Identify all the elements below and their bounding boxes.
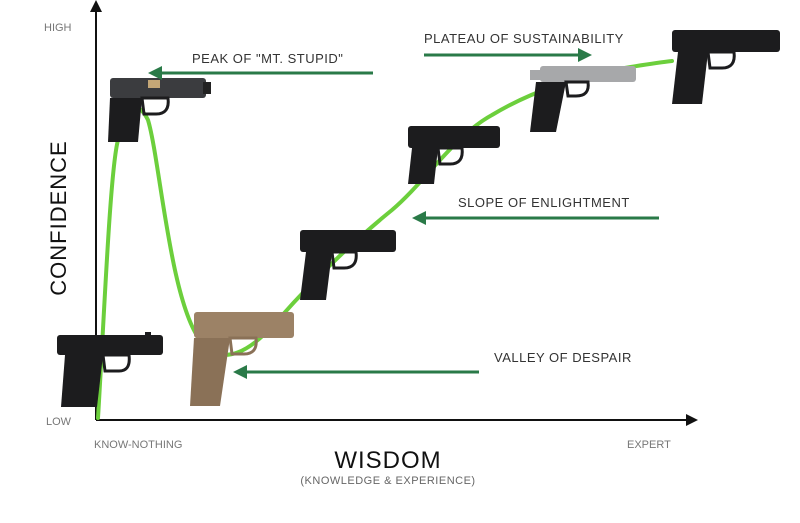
pistol-icon xyxy=(190,312,294,406)
pistol-icon xyxy=(108,78,211,142)
plateau-label: PLATEAU OF SUSTAINABILITY xyxy=(424,31,624,46)
valley-label: VALLEY OF DESPAIR xyxy=(494,350,632,365)
slope-arrow xyxy=(412,211,659,225)
peak-label: PEAK OF "MT. STUPID" xyxy=(192,51,343,66)
pistol-icon xyxy=(672,30,780,104)
valley-arrow xyxy=(233,365,479,379)
y-axis-low-label: LOW xyxy=(46,416,72,428)
x-axis-end-label: EXPERT xyxy=(627,439,671,451)
plateau-arrow xyxy=(424,48,592,62)
x-axis-subtitle: (KNOWLEDGE & EXPERIENCE) xyxy=(300,475,475,487)
pistol-icon xyxy=(530,66,636,132)
x-axis-start-label: KNOW-NOTHING xyxy=(94,439,182,451)
pistol-icon xyxy=(300,230,396,300)
y-axis-high-label: HIGH xyxy=(44,22,72,34)
x-axis-title: WISDOM xyxy=(334,447,441,474)
pistol-icon xyxy=(57,332,163,407)
pistol-icon xyxy=(408,126,500,184)
peak-arrow xyxy=(148,66,373,80)
y-axis-title: CONFIDENCE xyxy=(46,140,71,295)
slope-label: SLOPE OF ENLIGHTMENT xyxy=(458,195,630,210)
